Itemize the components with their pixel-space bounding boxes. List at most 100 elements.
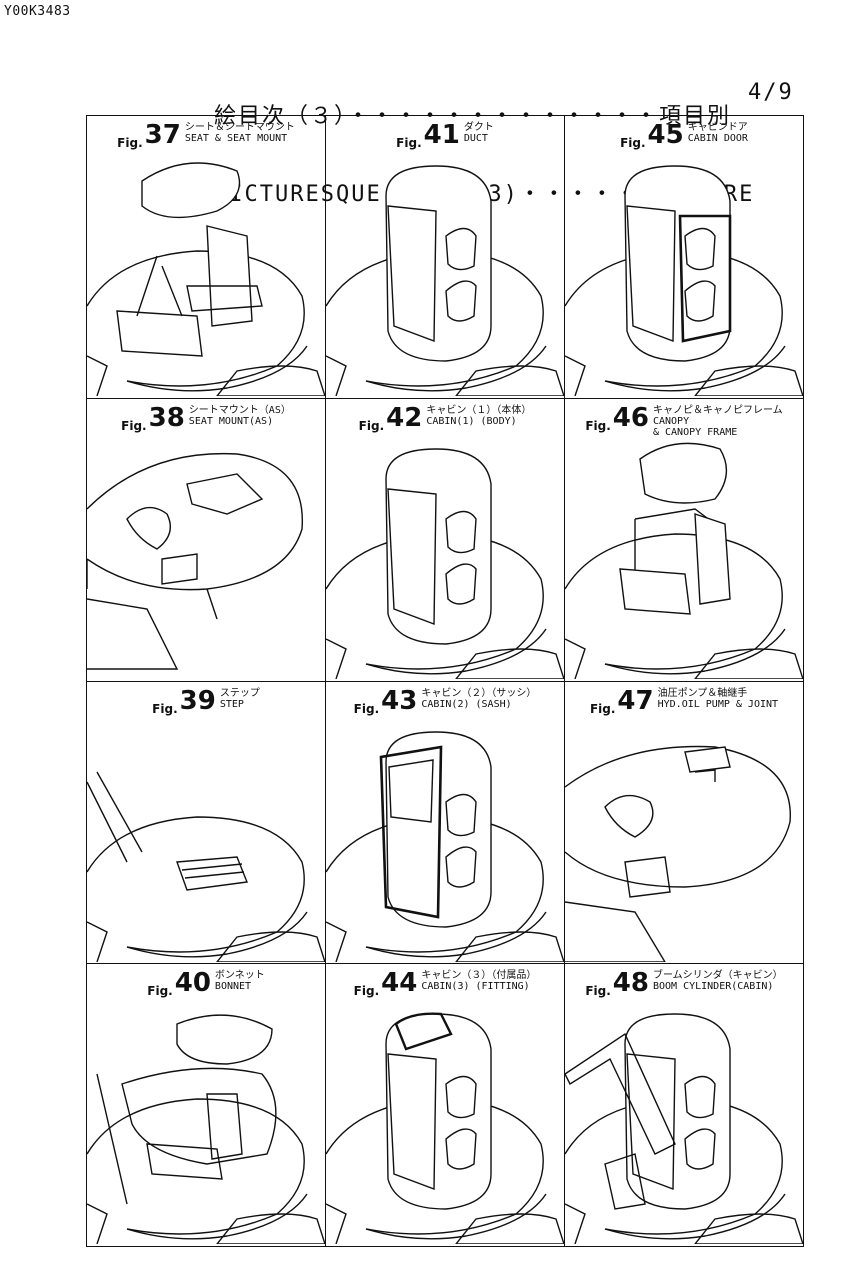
- page-number: 4/9: [748, 80, 794, 105]
- caption-english: SEAT & SEAT MOUNT: [184, 133, 288, 144]
- figure-number: 39: [179, 685, 216, 716]
- fig-word: Fig.: [396, 136, 422, 150]
- figure-label: Fig. 38 シートマウント（AS） SEAT MOUNT(AS): [87, 405, 325, 433]
- figure-label: Fig. 44 キャビン（３）（付属品） CABIN(3) (FITTING): [326, 970, 564, 998]
- cabin-icon: [326, 165, 564, 396]
- figure-number: 37: [144, 120, 181, 150]
- caption-japanese: シートマウント（AS）: [188, 404, 291, 416]
- caption-japanese: ブームシリンダ（キャビン）: [652, 970, 783, 982]
- figure-label: Fig. 39 ステップ STEP: [87, 688, 325, 716]
- figure-number: 41: [423, 120, 460, 150]
- caption-japanese: シート＆シートマウント: [184, 122, 295, 133]
- caption-english-2: & CANOPY FRAME: [652, 426, 738, 438]
- caption-japanese: ダクト: [463, 122, 494, 133]
- fig-word: Fig.: [117, 136, 143, 150]
- figure-cell-38[interactable]: Fig. 38 シートマウント（AS） SEAT MOUNT(AS): [87, 398, 326, 682]
- fig-word: Fig.: [620, 136, 646, 150]
- caption-japanese: ボンネット: [214, 970, 265, 982]
- figure-cell-47[interactable]: Fig. 47 油圧ポンプ＆軸継手 HYD.OIL PUMP & JOINT: [565, 681, 804, 965]
- caption-english: CANOPY: [652, 415, 690, 427]
- caption-english: BONNET: [214, 981, 252, 993]
- pump-icon: [565, 745, 791, 962]
- figure-label: Fig. 40 ボンネット BONNET: [87, 970, 325, 998]
- figure-cell-40[interactable]: Fig. 40 ボンネット BONNET: [87, 964, 326, 1247]
- step-icon: [87, 771, 325, 962]
- figure-label: Fig. 46 キャノピ＆キャノピフレーム CANOPY & CANOPY FR…: [565, 405, 803, 438]
- figure-cell-42[interactable]: Fig. 42 キャビン（１）（本体） CABIN(1) (BODY): [326, 398, 565, 682]
- caption-english: BOOM CYLINDER(CABIN): [652, 981, 774, 993]
- figure-label: Fig. 37 シート＆シートマウント SEAT & SEAT MOUNT: [87, 122, 325, 150]
- caption-japanese: キャノピ＆キャノピフレーム: [652, 404, 783, 416]
- caption-english: CABIN(2) (SASH): [421, 698, 512, 710]
- figure-caption: キャビン（２）（サッシ） CABIN(2) (SASH): [421, 688, 536, 710]
- figure-cell-46[interactable]: Fig. 46 キャノピ＆キャノピフレーム CANOPY & CANOPY FR…: [565, 398, 804, 682]
- cabin-fitting-icon: [326, 1012, 564, 1245]
- seat-canopy-icon: [87, 162, 325, 396]
- figure-number: 48: [612, 968, 649, 999]
- figure-caption: ダクト DUCT: [464, 122, 494, 144]
- figure-number: 43: [381, 685, 418, 716]
- figure-label: Fig. 45 キャビンドア CABIN DOOR: [565, 122, 803, 150]
- caption-japanese: ステップ: [219, 687, 260, 699]
- figure-caption: キャノピ＆キャノピフレーム CANOPY & CANOPY FRAME: [653, 405, 783, 438]
- caption-japanese: キャビン（２）（サッシ）: [421, 687, 537, 699]
- fig-word: Fig.: [585, 418, 611, 433]
- caption-japanese: 油圧ポンプ＆軸継手: [657, 687, 748, 699]
- caption-english: CABIN DOOR: [687, 133, 748, 144]
- caption-english: CABIN(1) (BODY): [426, 415, 517, 427]
- figure-cell-39[interactable]: Fig. 39 ステップ STEP: [87, 681, 326, 965]
- fig-word: Fig.: [121, 418, 147, 433]
- figure-caption: シート＆シートマウント SEAT & SEAT MOUNT: [185, 122, 295, 144]
- figure-label: Fig. 43 キャビン（２）（サッシ） CABIN(2) (SASH): [326, 688, 564, 716]
- figure-cell-45[interactable]: Fig. 45 キャビンドア CABIN DOOR: [565, 116, 804, 399]
- seat-mount-icon: [87, 452, 304, 670]
- figure-caption: ブームシリンダ（キャビン） BOOM CYLINDER(CABIN): [653, 970, 783, 992]
- fig-word: Fig.: [147, 984, 173, 999]
- figure-caption: キャビン（１）（本体） CABIN(1) (BODY): [426, 405, 531, 427]
- figure-cell-41[interactable]: Fig. 41 ダクト DUCT: [326, 116, 565, 399]
- figure-label: Fig. 48 ブームシリンダ（キャビン） BOOM CYLINDER(CABI…: [565, 970, 803, 998]
- figure-caption: 油圧ポンプ＆軸継手 HYD.OIL PUMP & JOINT: [658, 688, 778, 710]
- figure-number: 45: [647, 120, 684, 150]
- figure-index-grid: Fig. 37 シート＆シートマウント SEAT & SEAT MOUNT Fi…: [86, 115, 804, 1247]
- caption-english: CABIN(3) (FITTING): [421, 981, 530, 993]
- fig-word: Fig.: [585, 984, 611, 999]
- figure-label: Fig. 47 油圧ポンプ＆軸継手 HYD.OIL PUMP & JOINT: [565, 688, 803, 716]
- figure-caption: ステップ STEP: [220, 688, 260, 710]
- fig-word: Fig.: [589, 701, 616, 716]
- caption-japanese: キャビン（１）（本体）: [426, 404, 532, 416]
- figure-label: Fig. 41 ダクト DUCT: [326, 122, 564, 150]
- document-id: Y00K3483: [4, 4, 71, 19]
- boom-cylinder-icon: [565, 1013, 803, 1245]
- figure-cell-37[interactable]: Fig. 37 シート＆シートマウント SEAT & SEAT MOUNT: [87, 116, 326, 399]
- figure-caption: キャビン（３）（付属品） CABIN(3) (FITTING): [421, 970, 536, 992]
- fig-word: Fig.: [358, 418, 385, 433]
- fig-word: Fig.: [152, 701, 178, 716]
- figure-caption: キャビンドア CABIN DOOR: [688, 122, 748, 144]
- canopy-icon: [565, 442, 803, 679]
- title-japanese: 絵目次（３）・・・・・・・・・・・・・項目別: [214, 104, 732, 129]
- figure-number: 38: [148, 402, 185, 433]
- figure-number: 47: [617, 685, 654, 716]
- cabin-icon: [326, 448, 564, 679]
- figure-label: Fig. 42 キャビン（１）（本体） CABIN(1) (BODY): [326, 405, 564, 433]
- caption-english: STEP: [219, 698, 244, 710]
- fig-word: Fig.: [353, 984, 380, 999]
- cabin-sash-icon: [326, 730, 564, 962]
- caption-english: HYD.OIL PUMP & JOINT: [657, 698, 779, 710]
- figure-number: 40: [174, 968, 211, 999]
- caption-english: DUCT: [463, 133, 488, 144]
- caption-english: SEAT MOUNT(AS): [188, 415, 274, 427]
- figure-caption: ボンネット BONNET: [215, 970, 265, 992]
- cabin-door-icon: [565, 165, 803, 396]
- figure-number: 42: [386, 402, 423, 433]
- figure-cell-43[interactable]: Fig. 43 キャビン（２）（サッシ） CABIN(2) (SASH): [326, 681, 565, 965]
- figure-cell-44[interactable]: Fig. 44 キャビン（３）（付属品） CABIN(3) (FITTING): [326, 964, 565, 1247]
- figure-cell-48[interactable]: Fig. 48 ブームシリンダ（キャビン） BOOM CYLINDER(CABI…: [565, 964, 804, 1247]
- bonnet-icon: [87, 1014, 325, 1245]
- figure-caption: シートマウント（AS） SEAT MOUNT(AS): [189, 405, 291, 427]
- caption-japanese: キャビンドア: [687, 122, 748, 133]
- figure-number: 46: [612, 402, 649, 433]
- caption-japanese: キャビン（３）（付属品）: [421, 970, 537, 982]
- fig-word: Fig.: [353, 701, 380, 716]
